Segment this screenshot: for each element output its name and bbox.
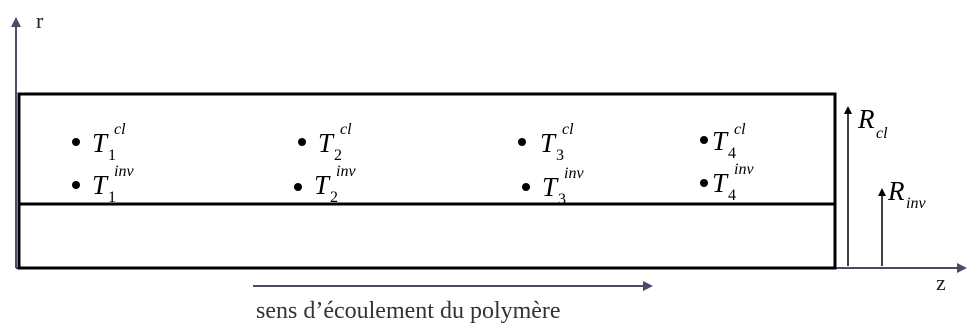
flow-caption: sens d’écoulement du polymère [256, 298, 561, 324]
point-label: T [712, 168, 728, 198]
point-label: T [314, 170, 330, 200]
point-label: T [712, 126, 728, 156]
point-label: T [92, 128, 108, 158]
point-label: T [542, 172, 558, 202]
point-label: T [540, 128, 556, 158]
point-label: T [92, 170, 108, 200]
point-label: T [318, 128, 334, 158]
z-axis-label: z [936, 270, 946, 295]
r-axis-label: r [36, 8, 44, 33]
channel-outline [17, 92, 837, 270]
